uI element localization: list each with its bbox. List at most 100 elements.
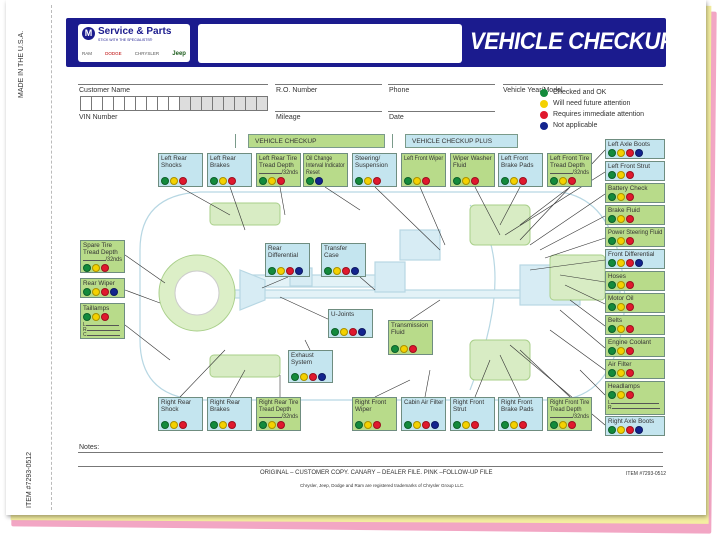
yellow-status-dot[interactable] <box>617 426 625 434</box>
phone-field[interactable] <box>388 84 495 85</box>
yellow-status-dot[interactable] <box>617 171 625 179</box>
vehicle-checkup-plus-checkbox[interactable]: VEHICLE CHECKUP PLUS <box>392 134 518 148</box>
red-status-dot[interactable] <box>471 421 479 429</box>
yellow-status-dot[interactable] <box>559 421 567 429</box>
red-status-dot[interactable] <box>101 288 109 296</box>
blue-status-dot[interactable] <box>315 177 323 185</box>
yellow-status-dot[interactable] <box>462 421 470 429</box>
green-status-dot[interactable] <box>355 177 363 185</box>
green-status-dot[interactable] <box>608 325 616 333</box>
red-status-dot[interactable] <box>626 149 634 157</box>
red-status-dot[interactable] <box>309 373 317 381</box>
green-status-dot[interactable] <box>404 421 412 429</box>
red-status-dot[interactable] <box>101 264 109 272</box>
notes-field-line-2[interactable] <box>78 466 663 467</box>
red-status-dot[interactable] <box>626 193 634 201</box>
green-status-dot[interactable] <box>259 421 267 429</box>
red-status-dot[interactable] <box>179 177 187 185</box>
red-status-dot[interactable] <box>342 267 350 275</box>
green-status-dot[interactable] <box>608 149 616 157</box>
tread-depth-field[interactable] <box>550 413 573 418</box>
blue-status-dot[interactable] <box>110 288 118 296</box>
yellow-status-dot[interactable] <box>400 345 408 353</box>
lamp-note-field[interactable] <box>611 405 660 409</box>
red-status-dot[interactable] <box>277 421 285 429</box>
green-status-dot[interactable] <box>608 193 616 201</box>
date-field[interactable] <box>388 111 495 112</box>
yellow-status-dot[interactable] <box>617 391 625 399</box>
red-status-dot[interactable] <box>422 421 430 429</box>
yellow-status-dot[interactable] <box>617 281 625 289</box>
green-status-dot[interactable] <box>259 177 267 185</box>
green-status-dot[interactable] <box>608 426 616 434</box>
yellow-status-dot[interactable] <box>219 421 227 429</box>
lamp-note-field[interactable] <box>86 332 120 336</box>
yellow-status-dot[interactable] <box>617 237 625 245</box>
green-status-dot[interactable] <box>83 264 91 272</box>
tread-depth-field[interactable] <box>550 169 573 174</box>
lamp-note-field[interactable] <box>610 400 659 404</box>
red-status-dot[interactable] <box>519 177 527 185</box>
green-status-dot[interactable] <box>608 215 616 223</box>
green-status-dot[interactable] <box>404 177 412 185</box>
green-status-dot[interactable] <box>83 288 91 296</box>
red-status-dot[interactable] <box>626 171 634 179</box>
red-status-dot[interactable] <box>277 177 285 185</box>
checkbox-square[interactable] <box>393 134 406 148</box>
vehicle-field[interactable] <box>503 84 663 85</box>
red-status-dot[interactable] <box>626 281 634 289</box>
green-status-dot[interactable] <box>268 267 276 275</box>
red-status-dot[interactable] <box>626 303 634 311</box>
red-status-dot[interactable] <box>626 391 634 399</box>
notes-field[interactable] <box>78 452 663 453</box>
yellow-status-dot[interactable] <box>170 177 178 185</box>
customer-name-field[interactable] <box>78 84 268 85</box>
blue-status-dot[interactable] <box>318 373 326 381</box>
green-status-dot[interactable] <box>391 345 399 353</box>
yellow-status-dot[interactable] <box>617 369 625 377</box>
tread-depth-field[interactable] <box>259 413 282 418</box>
yellow-status-dot[interactable] <box>617 149 625 157</box>
green-status-dot[interactable] <box>161 177 169 185</box>
checkbox-square[interactable] <box>236 134 249 148</box>
ro-number-field[interactable] <box>275 84 382 85</box>
yellow-status-dot[interactable] <box>92 264 100 272</box>
yellow-status-dot[interactable] <box>510 177 518 185</box>
green-status-dot[interactable] <box>608 391 616 399</box>
yellow-status-dot[interactable] <box>300 373 308 381</box>
green-status-dot[interactable] <box>331 328 339 336</box>
red-status-dot[interactable] <box>101 313 109 321</box>
red-status-dot[interactable] <box>286 267 294 275</box>
red-status-dot[interactable] <box>409 345 417 353</box>
green-status-dot[interactable] <box>608 281 616 289</box>
green-status-dot[interactable] <box>608 369 616 377</box>
yellow-status-dot[interactable] <box>617 325 625 333</box>
blue-status-dot[interactable] <box>351 267 359 275</box>
green-status-dot[interactable] <box>291 373 299 381</box>
tread-depth-field[interactable] <box>259 169 282 174</box>
lamp-note-field[interactable] <box>85 322 119 326</box>
mileage-field[interactable] <box>275 111 382 112</box>
red-status-dot[interactable] <box>626 237 634 245</box>
red-status-dot[interactable] <box>228 177 236 185</box>
yellow-status-dot[interactable] <box>617 193 625 201</box>
blue-status-dot[interactable] <box>635 259 643 267</box>
green-status-dot[interactable] <box>83 313 91 321</box>
red-status-dot[interactable] <box>626 369 634 377</box>
red-status-dot[interactable] <box>373 177 381 185</box>
yellow-status-dot[interactable] <box>364 421 372 429</box>
yellow-status-dot[interactable] <box>510 421 518 429</box>
yellow-status-dot[interactable] <box>462 177 470 185</box>
vin-input-boxes[interactable] <box>80 96 268 111</box>
green-status-dot[interactable] <box>608 303 616 311</box>
green-status-dot[interactable] <box>453 421 461 429</box>
yellow-status-dot[interactable] <box>219 177 227 185</box>
red-status-dot[interactable] <box>626 259 634 267</box>
yellow-status-dot[interactable] <box>617 347 625 355</box>
yellow-status-dot[interactable] <box>268 421 276 429</box>
green-status-dot[interactable] <box>608 259 616 267</box>
green-status-dot[interactable] <box>550 421 558 429</box>
green-status-dot[interactable] <box>501 177 509 185</box>
yellow-status-dot[interactable] <box>268 177 276 185</box>
red-status-dot[interactable] <box>626 347 634 355</box>
